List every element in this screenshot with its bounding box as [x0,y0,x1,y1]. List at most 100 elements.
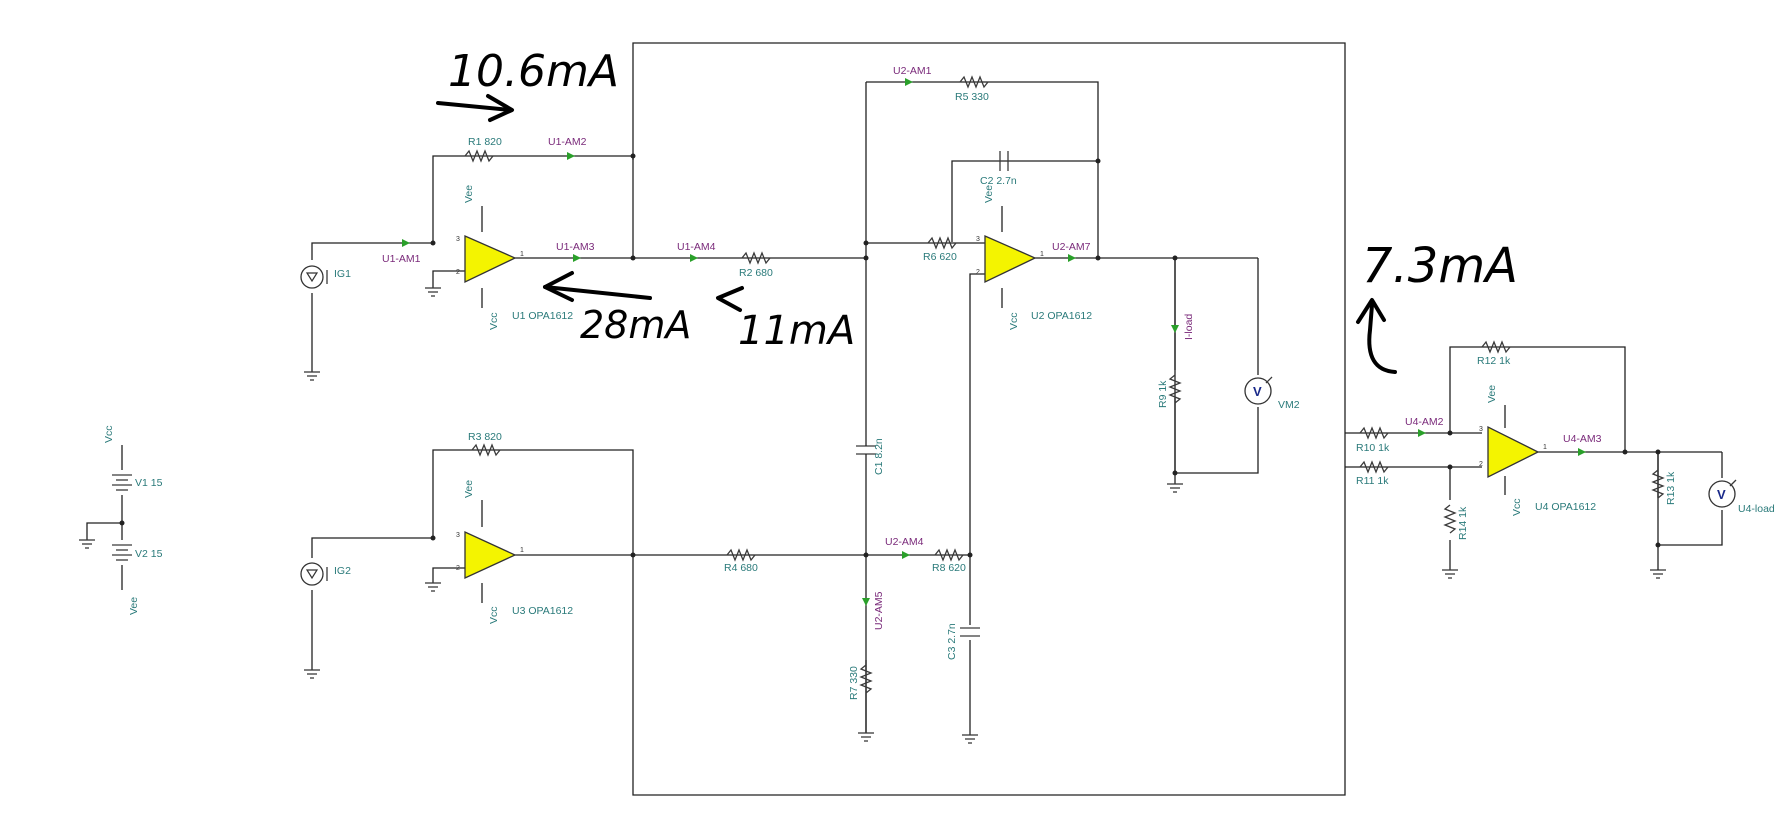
resistors [464,75,1665,694]
svg-text:3: 3 [456,236,460,243]
current-sources [300,265,328,586]
r10-symbol [1359,426,1389,440]
label-r14: R14 1k [1457,506,1469,540]
label-u2-am5: U2-AM5 [873,591,885,630]
ground-symbol [304,669,320,679]
label-vee-u1: Vee [463,185,475,203]
svg-text:2: 2 [1479,461,1483,468]
u2-opamp [984,235,1037,284]
label-vcc-u2: Vcc [1008,312,1020,330]
label-vee-u2: Vee [983,185,995,203]
svg-text:1: 1 [520,547,524,554]
c3-symbol [960,627,980,637]
label-c1: C1 8.2n [873,438,885,475]
r13-symbol [1651,469,1665,499]
svg-text:2: 2 [976,269,980,276]
handwritten-annotations: 10.6mA 28mA 11mA 7.3mA [436,46,1518,374]
r11-symbol [1359,460,1389,474]
r6-symbol [927,236,957,250]
r4-symbol [726,548,756,562]
u4-opamp [1487,425,1540,479]
svg-text:2: 2 [456,565,460,572]
label-vcc-u1: Vcc [488,312,500,330]
v1-battery [112,474,132,491]
label-r13: R13 1k [1665,471,1677,505]
ig1-source [300,265,328,289]
r8-symbol [934,548,964,562]
label-vee-supply: Vee [128,597,140,615]
label-r2: R2 680 [739,267,773,279]
label-r1: R1 820 [468,136,502,148]
ground-symbol [304,371,320,381]
label-vee-u3: Vee [463,480,475,498]
label-vcc-u3: Vcc [488,606,500,624]
r9-symbol [1168,374,1182,404]
r1-symbol [464,149,494,163]
component-labels: R1 820 R2 680 R3 820 R4 680 R5 330 R6 62… [135,91,1775,700]
svg-text:2: 2 [456,269,460,276]
opamps [464,235,1540,580]
svg-text:1: 1 [1040,251,1044,258]
label-r11: R11 1k [1356,475,1389,487]
ground-symbol [79,539,95,549]
hand-label-11ma: 11mA [738,308,855,354]
label-u4-am2: U4-AM2 [1405,416,1444,428]
label-vee-u4: Vee [1486,385,1498,403]
grounds [79,287,1666,744]
label-r9: R9 1k [1157,380,1169,408]
ammeter-arrows [402,78,1586,606]
label-u1-am4: U1-AM4 [677,241,716,253]
junctions [119,153,1661,558]
label-c3: C3 2.7n [946,623,958,660]
ground-symbol [425,287,441,297]
label-r6: R6 620 [923,251,957,263]
vm2-meter: V [1244,376,1273,405]
batteries [112,474,132,561]
ig2-source [300,562,328,586]
label-u4: U4 OPA1612 [1535,501,1596,513]
hand-label-7-3ma: 7.3mA [1362,238,1518,294]
svg-text:1: 1 [1543,444,1547,451]
label-r3: R3 820 [468,431,502,443]
capacitors [856,151,1009,637]
svg-text:V: V [1253,384,1262,399]
u3-opamp [464,530,517,580]
label-r10: R10 1k [1356,442,1390,454]
svg-text:3: 3 [976,236,980,243]
label-r4: R4 680 [724,562,758,574]
r7-symbol [859,664,873,694]
ground-symbol [1442,569,1458,579]
hand-arrow-up [1367,303,1397,374]
svg-text:3: 3 [1479,426,1483,433]
pin-numbers: 3 2 1 3 2 1 3 2 1 3 2 1 [456,236,1547,572]
v2-battery [112,544,132,561]
label-r12: R12 1k [1477,355,1511,367]
r12-symbol [1481,340,1511,354]
c2-symbol [999,151,1009,171]
label-u2-am1: U2-AM1 [893,65,932,77]
wires [86,42,1723,796]
label-u2-am7: U2-AM7 [1052,241,1091,253]
label-ig2: IG2 [334,565,351,577]
label-u2: U2 OPA1612 [1031,310,1092,322]
svg-text:1: 1 [520,251,524,258]
label-v2: V2 15 [135,548,163,560]
label-ig1: IG1 [334,268,351,280]
label-u3: U3 OPA1612 [512,605,573,617]
u4-load-meter: V [1708,479,1737,508]
label-i-load: I-load [1183,314,1195,340]
label-u4-load: U4-load [1738,503,1775,515]
label-u1-am2: U1-AM2 [548,136,587,148]
label-u2-am4: U2-AM4 [885,536,924,548]
label-u1: U1 OPA1612 [512,310,573,322]
ground-symbol [962,734,978,744]
hand-arrow-right [436,101,512,112]
r3-symbol [471,443,501,457]
label-vcc-u4: Vcc [1511,498,1523,516]
hand-arrow-left-28ma [543,285,652,300]
supply-labels: Vee Vcc Vee Vcc Vee Vcc Vee Vcc Vcc Vee [103,185,1523,624]
label-vm2: VM2 [1278,399,1300,411]
label-r8: R8 620 [932,562,966,574]
label-u1-am3: U1-AM3 [556,241,595,253]
label-r5: R5 330 [955,91,989,103]
